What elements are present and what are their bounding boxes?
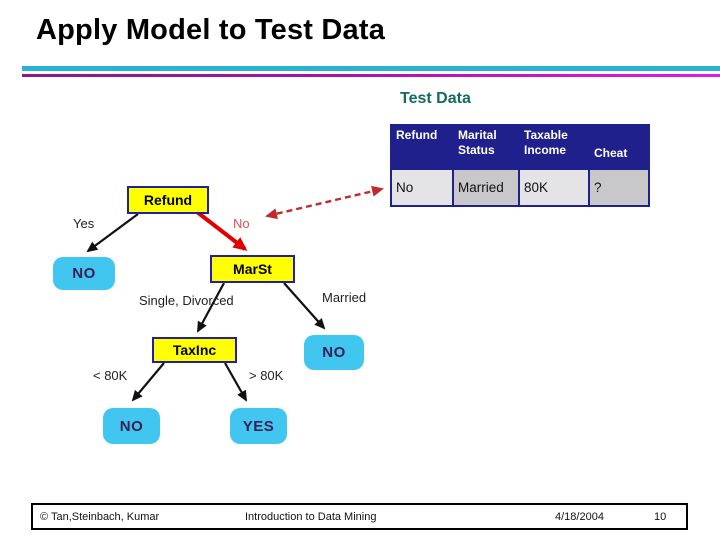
col-header-taxable-income: Taxable Income	[518, 124, 590, 170]
edge-label-no: No	[233, 216, 250, 231]
slide-title: Apply Model to Test Data	[36, 14, 386, 46]
edge-label-yes: Yes	[73, 216, 95, 231]
test-data-label: Test Data	[400, 90, 471, 107]
col-header-cheat: Cheat	[588, 124, 650, 170]
footer-copyright: © Tan,Steinbach, Kumar	[40, 510, 160, 523]
cell-cheat: ?	[588, 168, 650, 207]
edge-refund-no-highlighted	[195, 210, 248, 251]
leaf-no-lt80k: NO	[103, 408, 160, 444]
edge-refund-yes	[86, 213, 139, 253]
edge-label-married: Married	[322, 290, 367, 305]
cell-taxable-income: 80K	[518, 168, 590, 207]
edge-marst-married	[283, 282, 326, 330]
leaf-no-yes-branch: NO	[53, 257, 115, 290]
edge-marst-single-divorced	[197, 282, 225, 333]
slide-footer: © Tan,Steinbach, Kumar Introduction to D…	[31, 503, 688, 530]
edge-taxinc-lt80k	[131, 362, 165, 402]
node-refund: Refund	[127, 186, 209, 214]
leaf-no-married: NO	[304, 335, 364, 370]
col-header-refund: Refund	[390, 124, 454, 170]
edge-label-lt80k: < 80K	[93, 368, 128, 383]
title-rule-magenta	[22, 74, 720, 77]
edge-label-gt80k: > 80K	[249, 368, 284, 383]
col-header-marital-status: Marital Status	[452, 124, 520, 170]
node-taxinc: TaxInc	[152, 337, 237, 363]
table-header-row: Refund Marital Status Taxable Income Che…	[390, 124, 650, 170]
cell-marital-status: Married	[452, 168, 520, 207]
node-marst: MarSt	[210, 255, 295, 283]
edge-taxinc-gt80k	[224, 362, 247, 402]
edge-label-single-divorced: Single, Divorced	[139, 293, 234, 308]
leaf-yes-gt80k: YES	[230, 408, 287, 444]
title-rule-teal	[22, 66, 720, 71]
test-data-table: Refund Marital Status Taxable Income Che…	[390, 124, 650, 207]
footer-page-number: 10	[654, 510, 667, 523]
footer-date: 4/18/2004	[555, 510, 604, 523]
table-row: No Married 80K ?	[390, 168, 650, 207]
dashed-pointer-arrow	[265, 185, 384, 220]
footer-course-title: Introduction to Data Mining	[245, 510, 377, 523]
cell-refund: No	[390, 168, 454, 207]
